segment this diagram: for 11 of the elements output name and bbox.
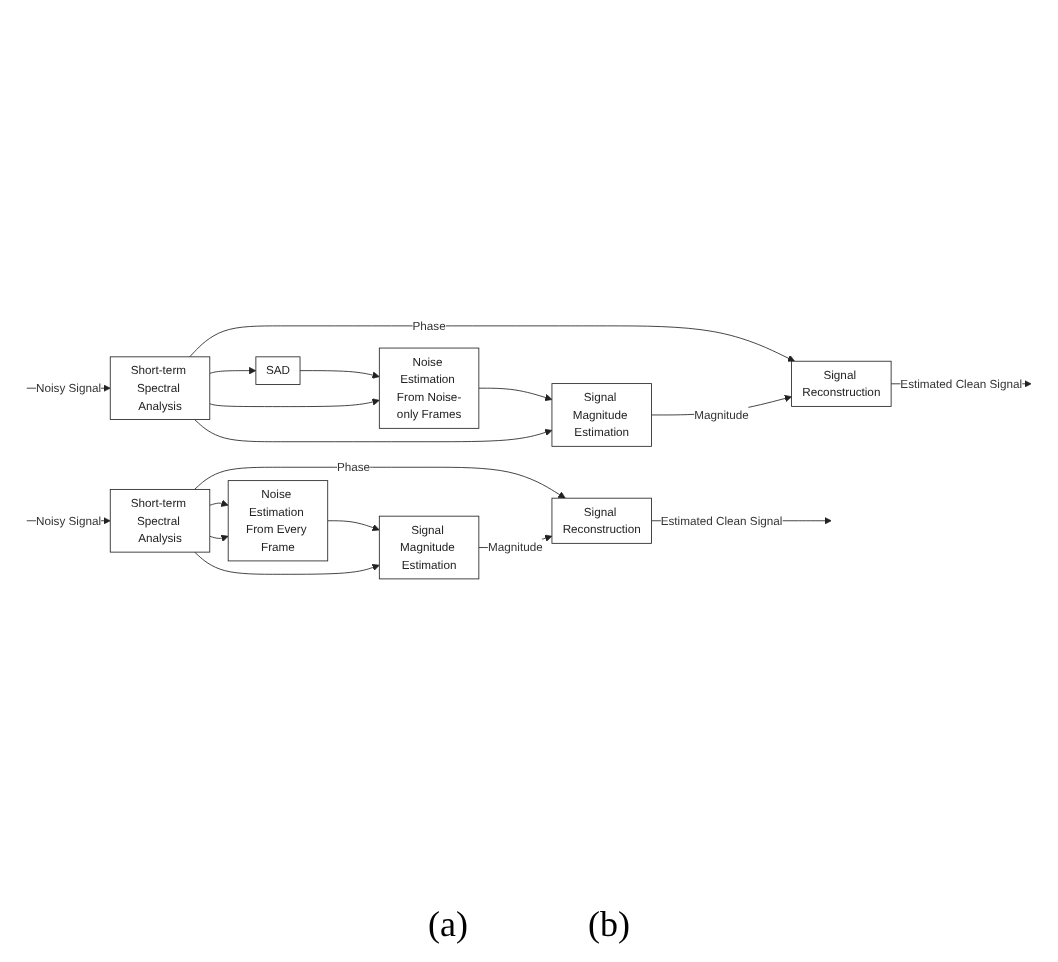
node-box xyxy=(227,480,329,562)
node-box xyxy=(378,347,480,429)
node-box xyxy=(551,383,652,447)
node-box xyxy=(109,488,211,553)
node-box xyxy=(791,360,892,407)
node-box xyxy=(551,497,652,544)
node-box xyxy=(255,356,301,385)
panel-label: (b) xyxy=(587,904,630,946)
node-box xyxy=(378,515,480,580)
node-box xyxy=(109,356,211,420)
panel-label: (a) xyxy=(428,904,468,946)
